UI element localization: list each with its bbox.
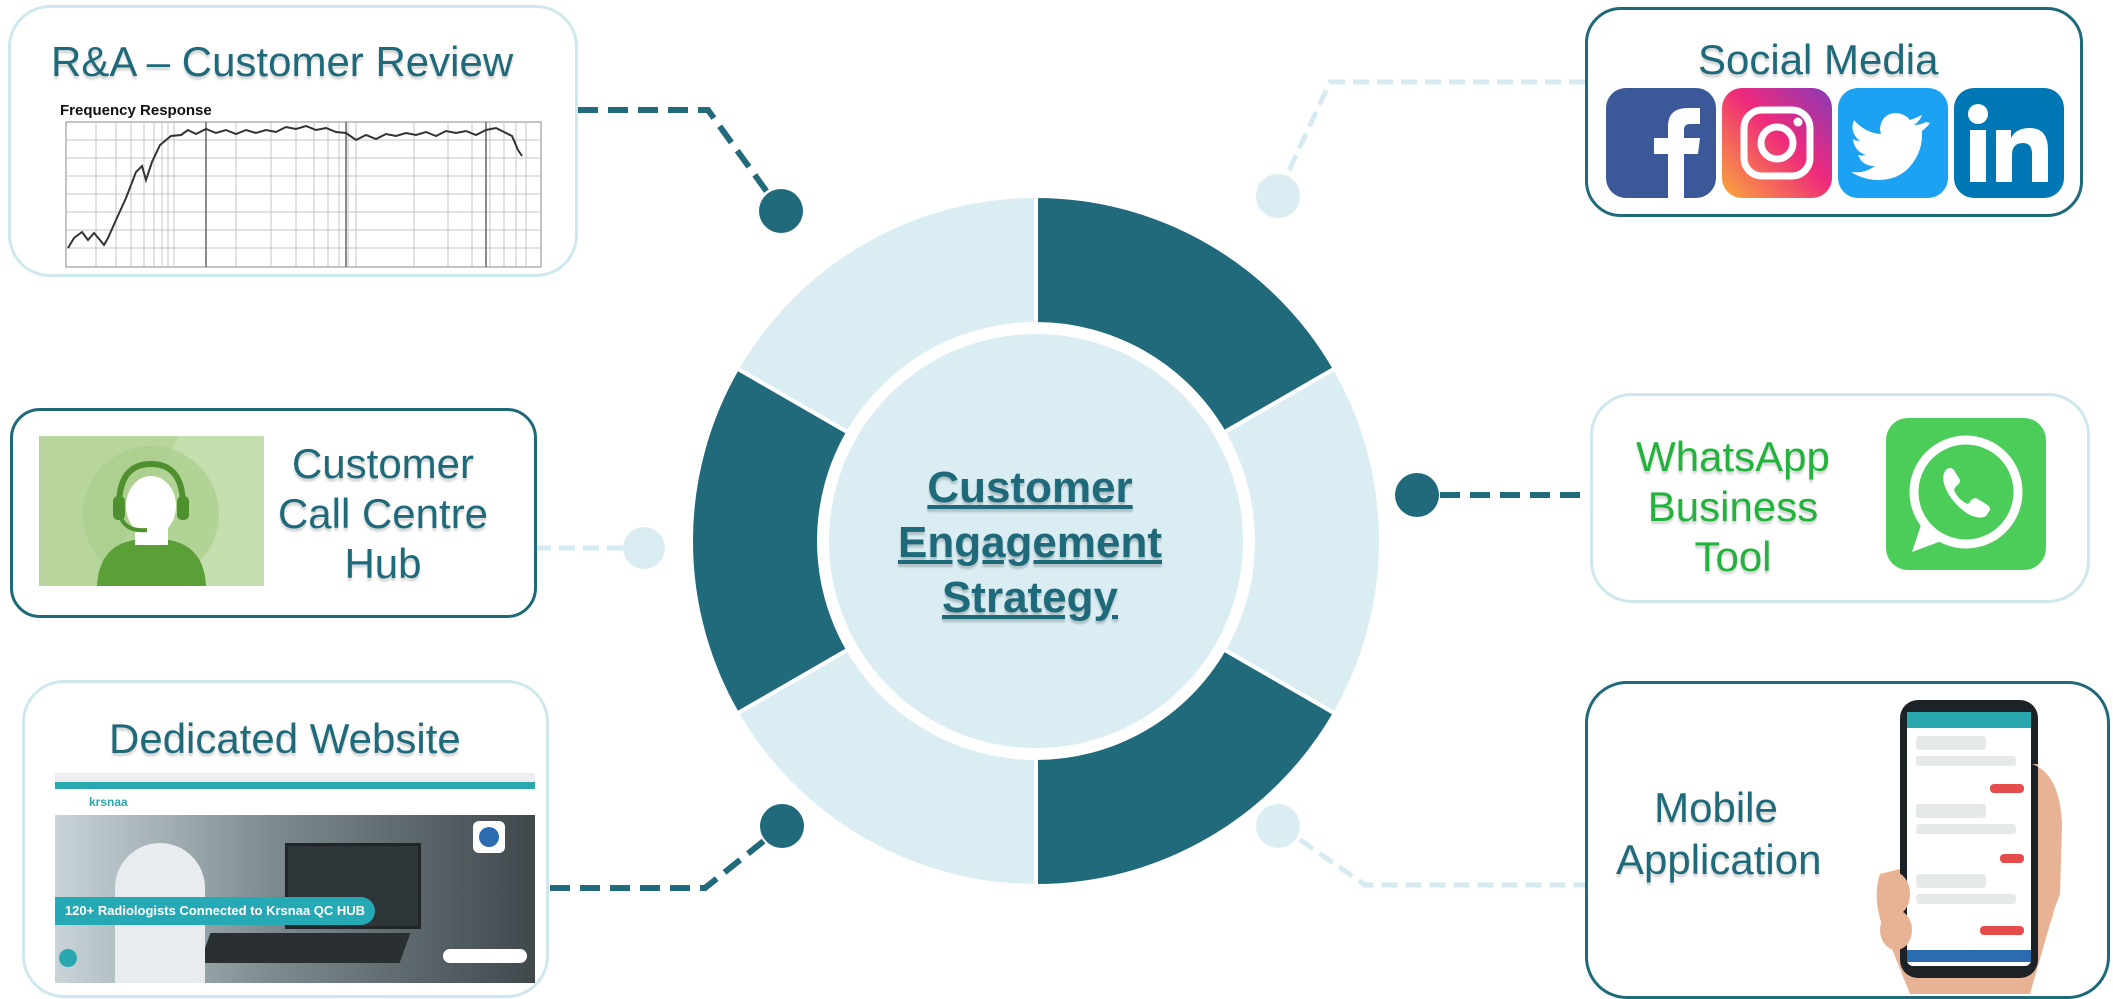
frequency-response-curve xyxy=(67,124,523,249)
ring-segment-right xyxy=(1221,365,1384,717)
linkedin-icon[interactable] xyxy=(1954,88,2064,198)
mobile-app-card: Mobile Application xyxy=(1585,681,2110,999)
connector-dot-social xyxy=(1256,174,1300,218)
keyboard-shape xyxy=(199,933,411,963)
connector-dot-website xyxy=(760,804,804,848)
call-centre-card: Customer Call Centre Hub xyxy=(10,408,537,618)
site-banner: 120+ Radiologists Connected to Krsnaa QC… xyxy=(55,897,375,925)
connector-social xyxy=(1277,79,1585,192)
connector-dot-call-centre xyxy=(623,527,665,569)
ring-segment-left xyxy=(688,365,851,717)
chat-badge-dot xyxy=(479,827,499,847)
frequency-response-label: Frequency Response xyxy=(60,102,212,119)
headset-agent-icon xyxy=(39,436,264,586)
review-card: R&A – Customer Review Frequency Response xyxy=(8,5,578,277)
whatsapp-card: WhatsApp Business Tool xyxy=(1590,393,2090,603)
connector-mobile xyxy=(1278,823,1585,888)
hub-title: Customer Engagement Strategy xyxy=(820,460,1240,625)
hub-title-line-3: Strategy xyxy=(941,573,1119,622)
call-centre-title-line-1: Customer xyxy=(291,440,475,487)
krsnaa-logo: krsnaa xyxy=(89,795,128,809)
mobile-app-title-line-1: Mobile xyxy=(1654,784,1778,831)
website-card: Dedicated Website krsnaa 120+ Radiologis… xyxy=(22,680,549,998)
whatsapp-title-line-3: Tool xyxy=(1694,533,1772,580)
call-centre-title: Customer Call Centre Hub xyxy=(268,439,498,589)
connector-dot-mobile xyxy=(1256,804,1300,848)
engagement-ring xyxy=(688,193,1384,889)
website-screenshot: krsnaa 120+ Radiologists Connected to Kr… xyxy=(55,773,535,983)
ring-segment-bottom-right xyxy=(1034,646,1338,889)
ring-segment-top-right xyxy=(1034,193,1338,436)
social-media-card: Social Media xyxy=(1585,7,2083,217)
chat-bubble xyxy=(443,949,527,963)
phone-in-hand-image xyxy=(1876,700,2062,994)
hub-title-line-1: Customer xyxy=(927,463,1133,512)
site-topbar xyxy=(55,782,535,789)
call-centre-title-line-2: Call Centre xyxy=(277,490,489,537)
social-media-title: Social Media xyxy=(1698,36,1939,83)
whatsapp-title-line-1: WhatsApp xyxy=(1636,433,1830,480)
facebook-icon[interactable] xyxy=(1606,88,1716,198)
connector-website xyxy=(550,825,782,891)
help-circle xyxy=(59,949,77,967)
review-card-title: R&A – Customer Review xyxy=(51,38,514,85)
connector-dot-review xyxy=(759,189,803,233)
ring-segment-top-left xyxy=(734,193,1038,436)
site-navbar xyxy=(55,789,535,815)
whatsapp-title-line-2: Business xyxy=(1647,483,1819,530)
browser-bar xyxy=(55,773,535,782)
connector-dot-whatsapp xyxy=(1395,473,1439,517)
hub-center xyxy=(823,328,1249,754)
call-centre-agent-image xyxy=(39,436,264,586)
ring-segment-bottom-left xyxy=(734,646,1038,889)
instagram-icon[interactable] xyxy=(1722,88,1832,198)
hub-title-line-2: Engagement xyxy=(897,518,1163,567)
frequency-response-plot xyxy=(65,121,542,268)
website-card-title: Dedicated Website xyxy=(109,715,461,762)
whatsapp-title: WhatsApp Business Tool xyxy=(1633,432,1833,582)
whatsapp-icon[interactable] xyxy=(1886,418,2046,570)
call-centre-title-line-3: Hub xyxy=(344,540,422,587)
mobile-app-title-line-2: Application xyxy=(1616,836,1822,883)
mobile-app-title: Mobile Application xyxy=(1616,782,1822,886)
frequency-response-chart: Frequency Response xyxy=(56,100,546,270)
twitter-icon[interactable] xyxy=(1838,88,1948,198)
connector-review xyxy=(578,107,783,212)
